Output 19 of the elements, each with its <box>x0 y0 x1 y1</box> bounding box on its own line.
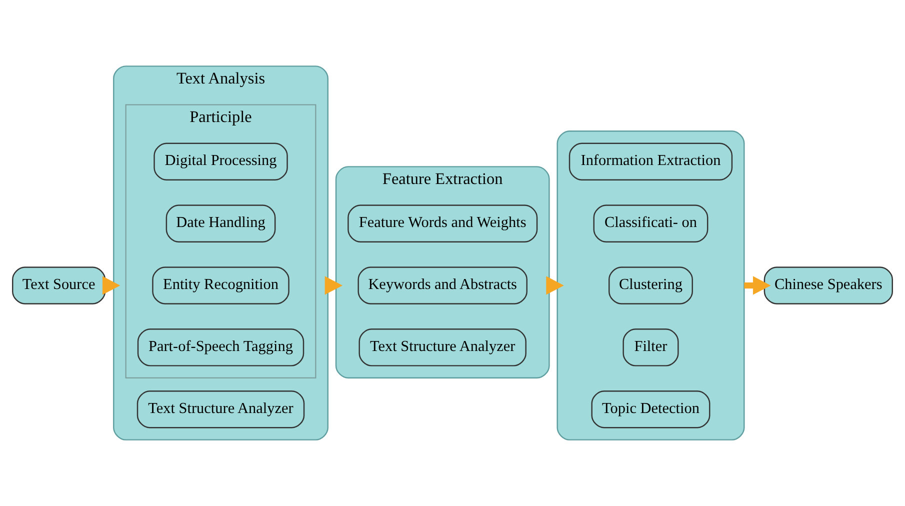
node-box: Entity Recognition <box>152 266 290 304</box>
arrow <box>744 276 771 295</box>
node-box: Chinese Speakers <box>764 266 893 304</box>
arrow <box>102 276 120 295</box>
node-box: Keywords and Abstracts <box>358 266 528 304</box>
node-box: Filter <box>622 328 679 366</box>
node-box: Classificati- on <box>593 204 708 242</box>
arrow <box>324 276 343 295</box>
node-box: Digital Processing <box>154 142 288 181</box>
arrow <box>546 276 564 295</box>
node-box: Topic Detection <box>591 390 710 428</box>
node-box: Feature Words and Weights <box>348 204 538 242</box>
node-box: Date Handling <box>166 204 276 242</box>
node-box: Text Structure Analyzer <box>136 390 305 428</box>
node-box: Part-of-Speech Tagging <box>137 328 304 366</box>
cluster <box>556 130 745 440</box>
node-box: Clustering <box>608 266 693 304</box>
node-box: Information Extraction <box>568 142 733 181</box>
node-box: Text Structure Analyzer <box>358 328 526 366</box>
